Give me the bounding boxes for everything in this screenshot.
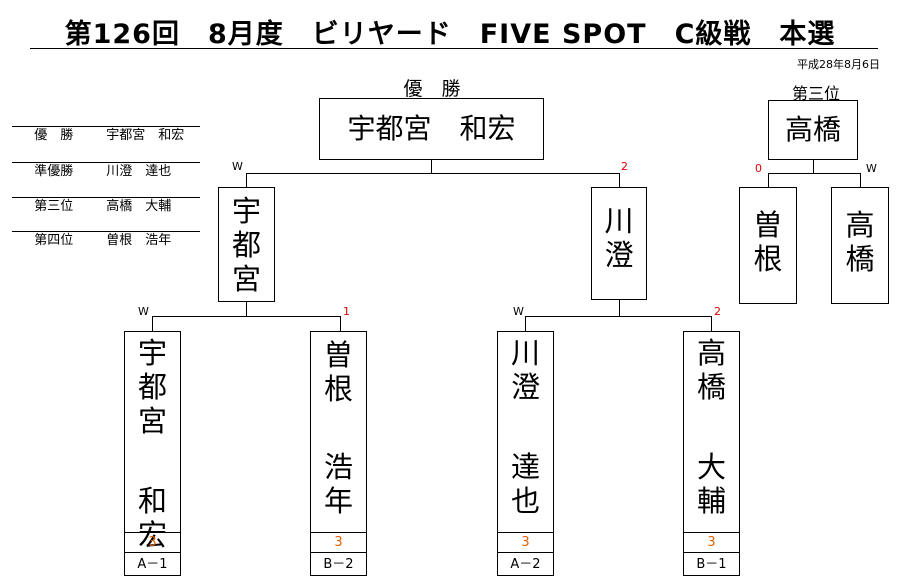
round1-score-3: W <box>513 305 524 318</box>
name-char: 宇 <box>137 336 167 370</box>
round1-player-box-2: 曽 根 浩 年 3 B－2 <box>310 331 367 576</box>
result-row-1: 優 勝 宇都宮 和宏 <box>12 106 200 143</box>
name-char: 澄 <box>604 238 634 272</box>
champion-label: 優 勝 <box>403 78 461 100</box>
bracket-line <box>246 302 247 316</box>
name-char: 曽 <box>323 338 353 372</box>
name-char: 川 <box>510 336 540 370</box>
title-rule <box>30 48 878 49</box>
result-name: 川澄 達也 <box>106 164 172 179</box>
seed-score: 3 <box>498 532 553 552</box>
name-char: 宏 <box>137 518 167 552</box>
bracket-line <box>431 160 432 173</box>
bracket-line <box>152 316 153 331</box>
round1-score-2: 1 <box>343 305 350 318</box>
name-char: 高 <box>696 336 726 370</box>
bracket-line <box>768 173 860 174</box>
name-char: 年 <box>323 484 353 518</box>
page-title: 第126回 8月度 ビリヤード FIVE SPOT C級戦 本選 <box>64 19 836 50</box>
bracket-line <box>619 173 620 187</box>
name-char: 輔 <box>696 484 726 518</box>
bracket-line <box>860 173 861 187</box>
final-score-1: W <box>232 160 243 173</box>
name-char: 和 <box>137 484 167 518</box>
name-char: 高 <box>845 208 875 242</box>
seed-score: 3 <box>311 532 366 552</box>
round1-score-1: W <box>138 305 149 318</box>
final-player-box-1: 宇 都 宮 <box>218 187 275 302</box>
result-name: 宇都宮 和宏 <box>106 128 185 143</box>
result-rank: 優 勝 <box>34 128 74 143</box>
bracket-line <box>619 300 620 316</box>
round1-score-4: 2 <box>714 305 721 318</box>
bracket-line <box>768 173 769 187</box>
name-char: 達 <box>510 450 540 484</box>
name-char: 根 <box>323 372 353 406</box>
result-row-2: 準優勝 川澄 達也 <box>12 142 200 179</box>
bracket-line <box>152 316 340 317</box>
seed-score: 3 <box>125 532 180 552</box>
result-name: 曽根 浩年 <box>106 233 172 248</box>
champion-box: 宇都宮 和宏 <box>319 98 544 160</box>
bracket-line <box>246 173 619 174</box>
third-match-score-2: W <box>866 162 877 175</box>
name-char: 澄 <box>510 370 540 404</box>
name-char: 宮 <box>137 404 167 438</box>
name-char: 大 <box>696 450 726 484</box>
result-row-3: 第三位 高橋 大輔 <box>12 177 200 214</box>
seed-code: A－2 <box>498 552 553 576</box>
name-char: 宇 <box>231 194 261 228</box>
name-char: 橋 <box>845 242 875 276</box>
bracket-line <box>711 316 712 331</box>
seed-code: B－1 <box>684 552 739 576</box>
round1-player-box-3: 川 澄 達 也 3 A－2 <box>497 331 554 576</box>
result-rank: 第三位 <box>34 199 74 214</box>
round1-player-box-1: 宇 都 宮 和 宏 3 A－1 <box>124 331 181 576</box>
third-place-box: 高橋 <box>768 100 858 160</box>
third-place-name: 高橋 <box>784 113 841 146</box>
name-char: 都 <box>231 228 261 262</box>
bracket-line <box>525 316 711 317</box>
name-char: 也 <box>510 484 540 518</box>
seed-code: B－2 <box>311 552 366 576</box>
third-match-box-2: 高 橋 <box>831 187 889 304</box>
name-char: 浩 <box>323 450 353 484</box>
result-name: 高橋 大輔 <box>106 199 172 214</box>
name-char: 川 <box>604 204 634 238</box>
event-date: 平成28年8月6日 <box>797 58 880 71</box>
bracket-line <box>246 173 247 187</box>
name-char: 曽 <box>753 208 783 242</box>
round1-player-box-4: 高 橋 大 輔 3 B－1 <box>683 331 740 576</box>
final-score-2: 2 <box>621 160 628 173</box>
third-match-score-1: 0 <box>755 162 762 175</box>
seed-code: A－1 <box>125 552 180 576</box>
bracket-line <box>525 316 526 331</box>
seed-score: 3 <box>684 532 739 552</box>
result-rank: 第四位 <box>34 233 74 248</box>
name-char: 橋 <box>696 370 726 404</box>
champion-name: 宇都宮 和宏 <box>347 112 516 145</box>
name-char: 都 <box>137 370 167 404</box>
name-char: 宮 <box>231 262 261 296</box>
bracket-line <box>340 316 341 331</box>
third-match-box-1: 曽 根 <box>739 187 797 304</box>
final-player-box-2: 川 澄 <box>591 187 647 300</box>
name-char: 根 <box>753 242 783 276</box>
result-rank: 準優勝 <box>34 164 74 179</box>
third-place-label: 第三位 <box>791 84 840 103</box>
bracket-line <box>813 160 814 173</box>
result-row-4: 第四位 曽根 浩年 <box>12 211 200 248</box>
